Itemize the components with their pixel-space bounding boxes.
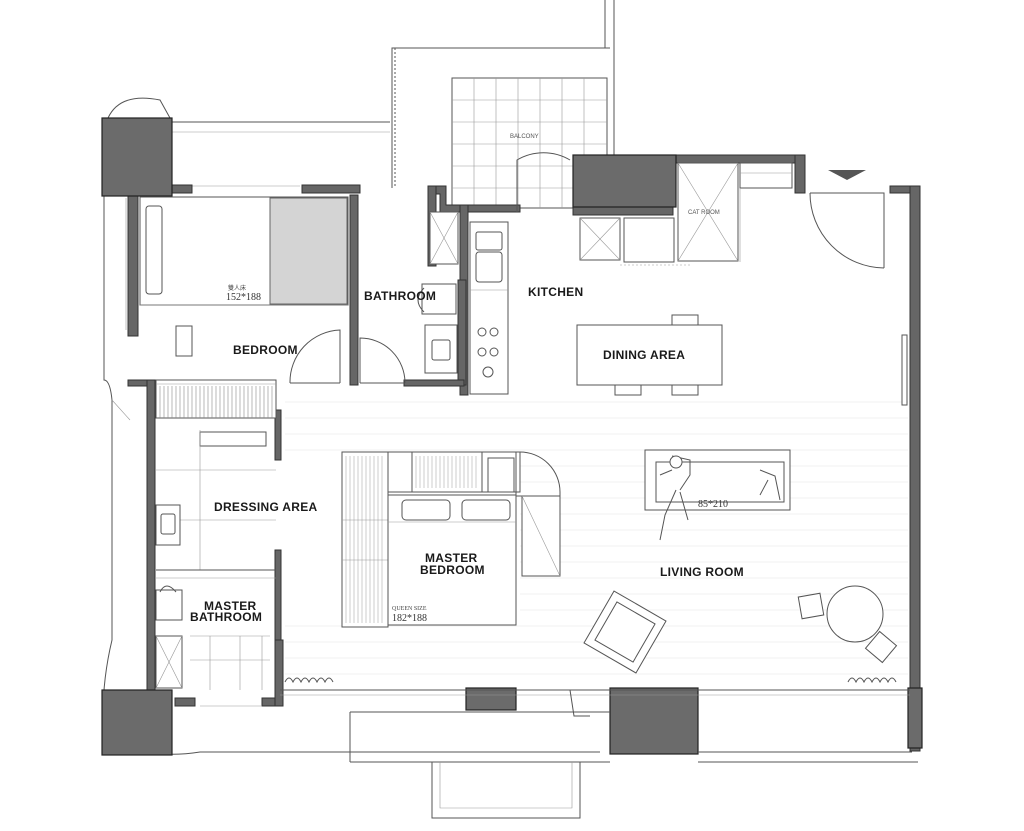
dressing-area-label: DRESSING AREA xyxy=(214,500,318,514)
pillar-right-bottom xyxy=(907,687,923,749)
outer-curve-left-inner xyxy=(111,198,131,421)
dining xyxy=(576,314,723,396)
bedroom: 雙人床 152*188 xyxy=(139,196,349,384)
bathroom-door xyxy=(359,337,406,384)
toilet-icon xyxy=(417,283,457,315)
master-bathroom-label-1: MASTER xyxy=(204,599,256,613)
side-chair xyxy=(864,630,898,664)
bathroom xyxy=(359,211,459,384)
pillar-bottom-mid xyxy=(465,687,517,711)
kitchen: CAT ROOM xyxy=(469,152,793,395)
dressing-area xyxy=(155,379,277,579)
pillar-bottom-right xyxy=(609,687,699,755)
cat-room-label: CAT ROOM xyxy=(688,210,720,216)
master-bedroom-label-2: BEDROOM xyxy=(420,563,485,577)
master-bedroom: QUEEN SIZE 182*188 xyxy=(341,451,561,628)
sofa-size-label: 85*210 xyxy=(698,499,728,510)
dining-area-label: DINING AREA xyxy=(603,348,685,362)
round-table xyxy=(826,585,884,643)
bed-size-label: 152*188 xyxy=(226,292,261,303)
curtain-right xyxy=(847,677,897,684)
entry xyxy=(809,170,908,406)
master-toilet-icon xyxy=(155,585,183,621)
master-bedroom-label-1: MASTER xyxy=(425,551,477,565)
bottom-exterior xyxy=(200,689,918,819)
dining-chair xyxy=(671,384,699,396)
master-bathroom xyxy=(155,585,270,690)
bed-cover xyxy=(269,197,348,305)
dining-table xyxy=(576,324,723,386)
bedroom-door xyxy=(289,329,341,384)
master-bed-size-label: 182*188 xyxy=(392,613,427,624)
living-room-label: LIVING ROOM xyxy=(660,565,744,579)
living-room: 85*210 xyxy=(583,449,898,674)
armchair xyxy=(583,590,667,674)
entry-marker-icon xyxy=(828,170,866,180)
side-chair xyxy=(797,592,825,620)
queen-size-label: QUEEN SIZE xyxy=(392,606,427,612)
curtain-left xyxy=(284,677,334,684)
kitchen-label: KITCHEN xyxy=(528,285,583,299)
pillar-bottom-left xyxy=(101,689,173,756)
dining-chair xyxy=(671,314,699,326)
balcony-door-bottom xyxy=(569,689,590,717)
balcony-label: BALCONY xyxy=(510,134,539,140)
bed-type-label: 雙人床 xyxy=(228,284,246,292)
kitchen-door xyxy=(516,152,571,212)
bedroom-desk xyxy=(175,325,193,357)
master-bathroom-label-2: BATHROOM xyxy=(190,610,262,624)
pillar-kitchen-top xyxy=(572,154,677,208)
bathroom-label: BATHROOM xyxy=(364,289,436,303)
pillar-top-left xyxy=(101,117,173,197)
entry-door xyxy=(809,192,885,269)
dining-chair xyxy=(614,384,642,396)
bedroom-label: BEDROOM xyxy=(233,343,298,357)
